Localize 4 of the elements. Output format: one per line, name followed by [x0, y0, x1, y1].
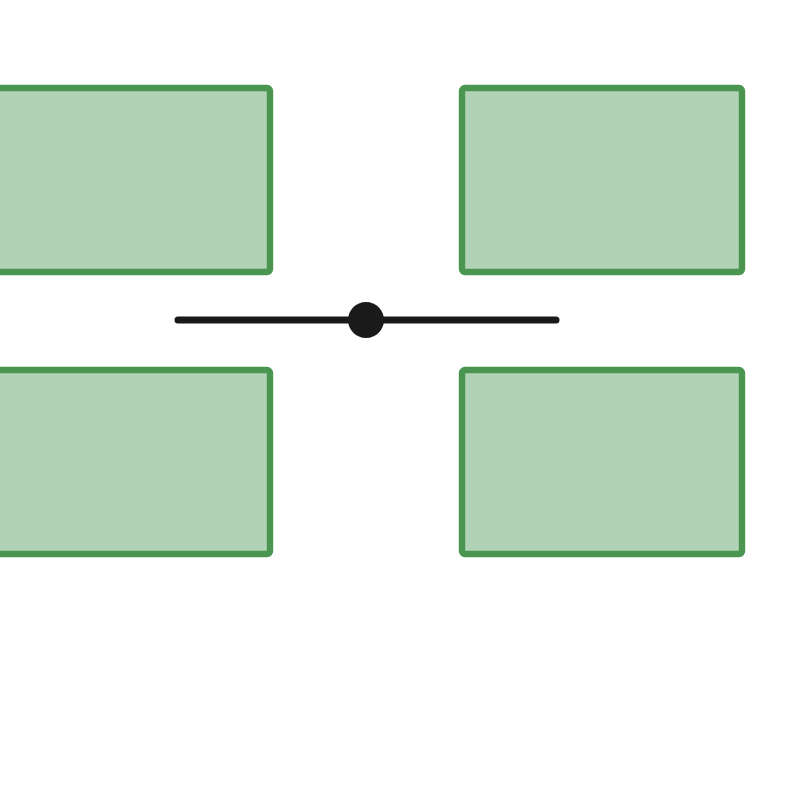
box [458, 366, 746, 558]
box [0, 84, 274, 276]
box [0, 366, 274, 558]
box [458, 84, 746, 276]
